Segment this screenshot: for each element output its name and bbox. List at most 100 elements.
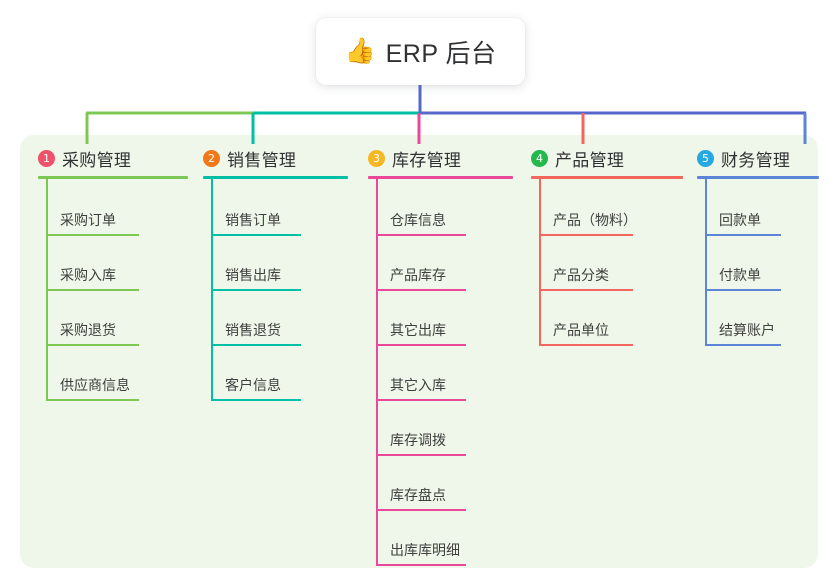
branch-item-underline: [376, 564, 466, 566]
branch-item[interactable]: 库存调拨: [368, 399, 513, 456]
branch-underline: [368, 176, 513, 179]
branch-item[interactable]: 库存盘点: [368, 454, 513, 511]
branch-title: 销售管理: [227, 150, 297, 170]
branch-item[interactable]: 结算账户: [697, 289, 819, 346]
branch-item[interactable]: 出库库明细: [368, 509, 513, 566]
branch-item-underline: [539, 234, 633, 236]
branch-items-list: 产品（物料） 产品分类产品单位: [531, 179, 683, 346]
branch-item-label: 产品单位: [553, 322, 609, 338]
branch-item-label: 采购订单: [60, 212, 116, 228]
branch-item-underline: [211, 344, 301, 346]
branch-title: 库存管理: [392, 150, 462, 170]
branch-item-underline: [46, 234, 139, 236]
branch-title: 产品管理: [555, 150, 625, 170]
branch-header-3[interactable]: 3 库存管理: [368, 146, 513, 170]
branch-spine: [705, 179, 707, 344]
branch-number-badge: 4: [531, 149, 548, 167]
branch-item-underline: [376, 234, 466, 236]
branch-item-label: 产品库存: [390, 267, 446, 283]
branch-item-underline: [376, 344, 466, 346]
branch-item-label: 库存盘点: [390, 487, 446, 503]
branch-item-underline: [376, 509, 466, 511]
branch-item-underline: [705, 344, 781, 346]
root-node-erp-backend[interactable]: 👍 ERP 后台: [316, 18, 525, 85]
branch-number-badge: 5: [697, 149, 714, 167]
branch-underline: [697, 176, 819, 179]
branch-items-list: 仓库信息产品库存其它出库其它入库库存调拨库存盘点出库库明细: [368, 179, 513, 566]
branch-item[interactable]: 采购入库: [38, 234, 188, 291]
branch-item-label: 销售订单: [225, 212, 281, 228]
branch-item-label: 付款单: [719, 267, 761, 283]
branch-item-label: 产品（物料）: [553, 212, 637, 228]
branch-item-label: 客户信息: [225, 377, 281, 393]
branch-header-1[interactable]: 1 采购管理: [38, 146, 188, 170]
branch-items-list: 回款单付款单结算账户: [697, 179, 819, 346]
branch-item-label: 销售退货: [225, 322, 281, 338]
branch-column-4[interactable]: 4 产品管理产品（物料） 产品分类产品单位: [531, 146, 683, 346]
branch-item-underline: [211, 234, 301, 236]
branch-number-badge: 3: [368, 149, 385, 167]
branch-item[interactable]: 仓库信息: [368, 179, 513, 236]
branch-column-2[interactable]: 2 销售管理销售订单销售出库销售退货客户信息: [203, 146, 348, 401]
branch-item[interactable]: 回款单: [697, 179, 819, 236]
branch-item[interactable]: 销售退货: [203, 289, 348, 346]
branch-underline: [203, 176, 348, 179]
branch-item-underline: [211, 399, 301, 401]
branch-items-list: 销售订单销售出库销售退货客户信息: [203, 179, 348, 401]
branch-item[interactable]: 产品分类: [531, 234, 683, 291]
branch-item-label: 销售出库: [225, 267, 281, 283]
branch-item[interactable]: 其它出库: [368, 289, 513, 346]
branch-item-label: 其它入库: [390, 377, 446, 393]
branch-item-underline: [705, 234, 781, 236]
branch-item[interactable]: 采购退货: [38, 289, 188, 346]
branch-item[interactable]: 销售出库: [203, 234, 348, 291]
branch-item-label: 结算账户: [719, 322, 775, 338]
branch-header-4[interactable]: 4 产品管理: [531, 146, 683, 170]
branch-item-label: 采购退货: [60, 322, 116, 338]
branch-column-5[interactable]: 5 财务管理回款单付款单结算账户: [697, 146, 819, 346]
branch-items-list: 采购订单采购入库采购退货供应商信息: [38, 179, 188, 401]
branch-item-label: 采购入库: [60, 267, 116, 283]
branch-item-label: 库存调拨: [390, 432, 446, 448]
branch-item-label: 出库库明细: [390, 542, 460, 558]
branch-item[interactable]: 销售订单: [203, 179, 348, 236]
branch-header-2[interactable]: 2 销售管理: [203, 146, 348, 170]
branch-item-underline: [376, 454, 466, 456]
branch-number-badge: 1: [38, 149, 55, 167]
branch-item-underline: [46, 344, 139, 346]
branch-item[interactable]: 产品库存: [368, 234, 513, 291]
branch-item[interactable]: 客户信息: [203, 344, 348, 401]
branch-underline: [531, 176, 683, 179]
branch-item-label: 其它出库: [390, 322, 446, 338]
branch-item[interactable]: 采购订单: [38, 179, 188, 236]
branch-item[interactable]: 产品单位: [531, 289, 683, 346]
branch-item-label: 仓库信息: [390, 212, 446, 228]
branch-item-underline: [705, 289, 781, 291]
branch-item-underline: [539, 344, 633, 346]
branch-item-underline: [46, 289, 139, 291]
branch-item-underline: [376, 289, 466, 291]
branch-title: 采购管理: [62, 150, 132, 170]
thumbs-up-icon: 👍: [344, 37, 376, 65]
branch-item-underline: [539, 289, 633, 291]
branch-item-label: 回款单: [719, 212, 761, 228]
branch-number-badge: 2: [203, 149, 220, 167]
branch-header-5[interactable]: 5 财务管理: [697, 146, 819, 170]
branch-spine: [539, 179, 541, 344]
branch-item[interactable]: 供应商信息: [38, 344, 188, 401]
root-node-title: ERP 后台: [385, 39, 497, 68]
branch-item-label: 产品分类: [553, 267, 609, 283]
branch-title: 财务管理: [721, 150, 791, 170]
branch-underline: [38, 176, 188, 179]
branch-column-1[interactable]: 1 采购管理采购订单采购入库采购退货供应商信息: [38, 146, 188, 401]
branch-item[interactable]: 产品（物料）: [531, 179, 683, 236]
branch-item[interactable]: 付款单: [697, 234, 819, 291]
mindmap-backdrop-panel: [20, 135, 818, 568]
branch-item-underline: [46, 399, 139, 401]
branch-column-3[interactable]: 3 库存管理仓库信息产品库存其它出库其它入库库存调拨库存盘点出库库明细: [368, 146, 513, 566]
branch-item-underline: [211, 289, 301, 291]
branch-spine: [376, 179, 378, 564]
branch-item-underline: [376, 399, 466, 401]
branch-item[interactable]: 其它入库: [368, 344, 513, 401]
branch-item-label: 供应商信息: [60, 377, 130, 393]
